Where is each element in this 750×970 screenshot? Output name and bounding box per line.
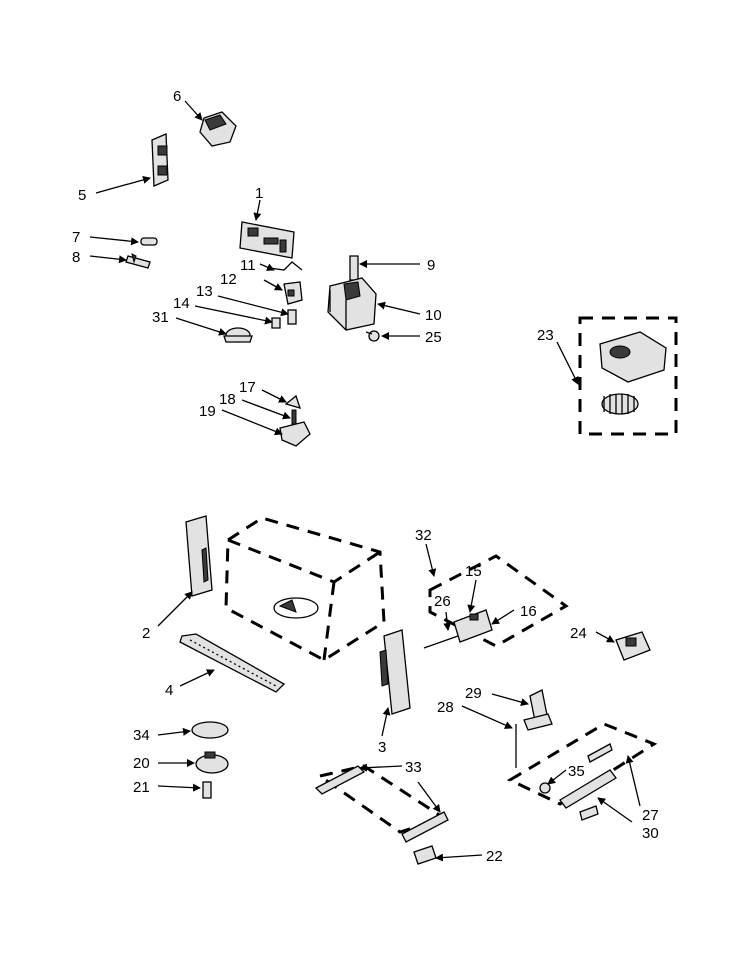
- part-21-screw: [202, 781, 212, 799]
- callout-4: 4: [165, 682, 173, 699]
- part-2-panel: [185, 515, 213, 597]
- callout-28: 28: [437, 699, 454, 716]
- part-1-control-board: [239, 221, 295, 259]
- callout-10: 10: [425, 307, 442, 324]
- callout-31: 31: [152, 309, 169, 326]
- callout-16: 16: [520, 603, 537, 620]
- callout-19: 19: [199, 403, 216, 420]
- part-11-wire: [269, 261, 303, 271]
- part-17-18-19-assembly: [279, 394, 311, 447]
- part-6-cover: [199, 111, 237, 147]
- part-8-clip: [125, 253, 151, 269]
- callout-1: 1: [255, 185, 263, 202]
- part-13-connector: [287, 309, 297, 325]
- callout-7: 7: [72, 229, 80, 246]
- part-3-panel: [379, 629, 411, 715]
- callout-23: 23: [537, 327, 554, 344]
- leader-lines: [89, 100, 641, 862]
- part-5-bracket: [151, 133, 169, 187]
- part-25-screw: [365, 330, 380, 342]
- callout-3: 3: [378, 739, 386, 756]
- part-9-fuse-holder: [349, 255, 359, 281]
- callout-30: 30: [642, 825, 659, 842]
- callout-5: 5: [78, 187, 86, 204]
- callout-24: 24: [570, 625, 587, 642]
- callout-20: 20: [133, 755, 150, 772]
- callout-26: 26: [434, 593, 451, 610]
- callout-2: 2: [142, 625, 150, 642]
- part-14-terminal: [271, 317, 281, 329]
- callout-labels: 6 5 1 7 8 9 11 12 13 10 14 31 25 23 17 1…: [72, 88, 659, 865]
- part-24-connector: [615, 631, 651, 661]
- callout-8: 8: [72, 249, 80, 266]
- callout-27: 27: [642, 807, 659, 824]
- part-31-thermostat: [223, 327, 253, 343]
- part-7-fuse: [140, 237, 158, 246]
- part-23-blower: [599, 331, 667, 415]
- part-29-bracket: [523, 689, 553, 731]
- callout-25: 25: [425, 329, 442, 346]
- callout-9: 9: [427, 257, 435, 274]
- callout-13: 13: [196, 283, 213, 300]
- part-10-transformer: [327, 277, 377, 331]
- callout-29: 29: [465, 685, 482, 702]
- callout-6: 6: [173, 88, 181, 105]
- part-20-motor: [195, 751, 229, 774]
- part-15-16-26-heater: [423, 609, 493, 649]
- callout-14: 14: [173, 295, 190, 312]
- callout-17: 17: [239, 379, 256, 396]
- oven-cavity-detail: [273, 597, 319, 619]
- part-22-clip: [413, 845, 437, 865]
- part-4-trim-bar: [179, 633, 286, 693]
- callout-21: 21: [133, 779, 150, 796]
- callout-33: 33: [405, 759, 422, 776]
- callout-32: 32: [415, 527, 432, 544]
- callout-12: 12: [220, 271, 237, 288]
- part-33-rails: [314, 765, 449, 843]
- group-32-boundary: [428, 554, 569, 648]
- callout-22: 22: [486, 848, 503, 865]
- callout-35: 35: [568, 763, 585, 780]
- callout-18: 18: [219, 391, 236, 408]
- group-27-boundary: [506, 722, 658, 806]
- part-34-cover: [191, 721, 229, 739]
- part-27-30-35-assembly: [539, 743, 617, 821]
- callout-11: 11: [240, 257, 256, 274]
- callout-34: 34: [133, 727, 150, 744]
- oven-cavity-boundary: [224, 516, 386, 662]
- part-12-switch: [283, 281, 303, 305]
- callout-15: 15: [465, 563, 482, 580]
